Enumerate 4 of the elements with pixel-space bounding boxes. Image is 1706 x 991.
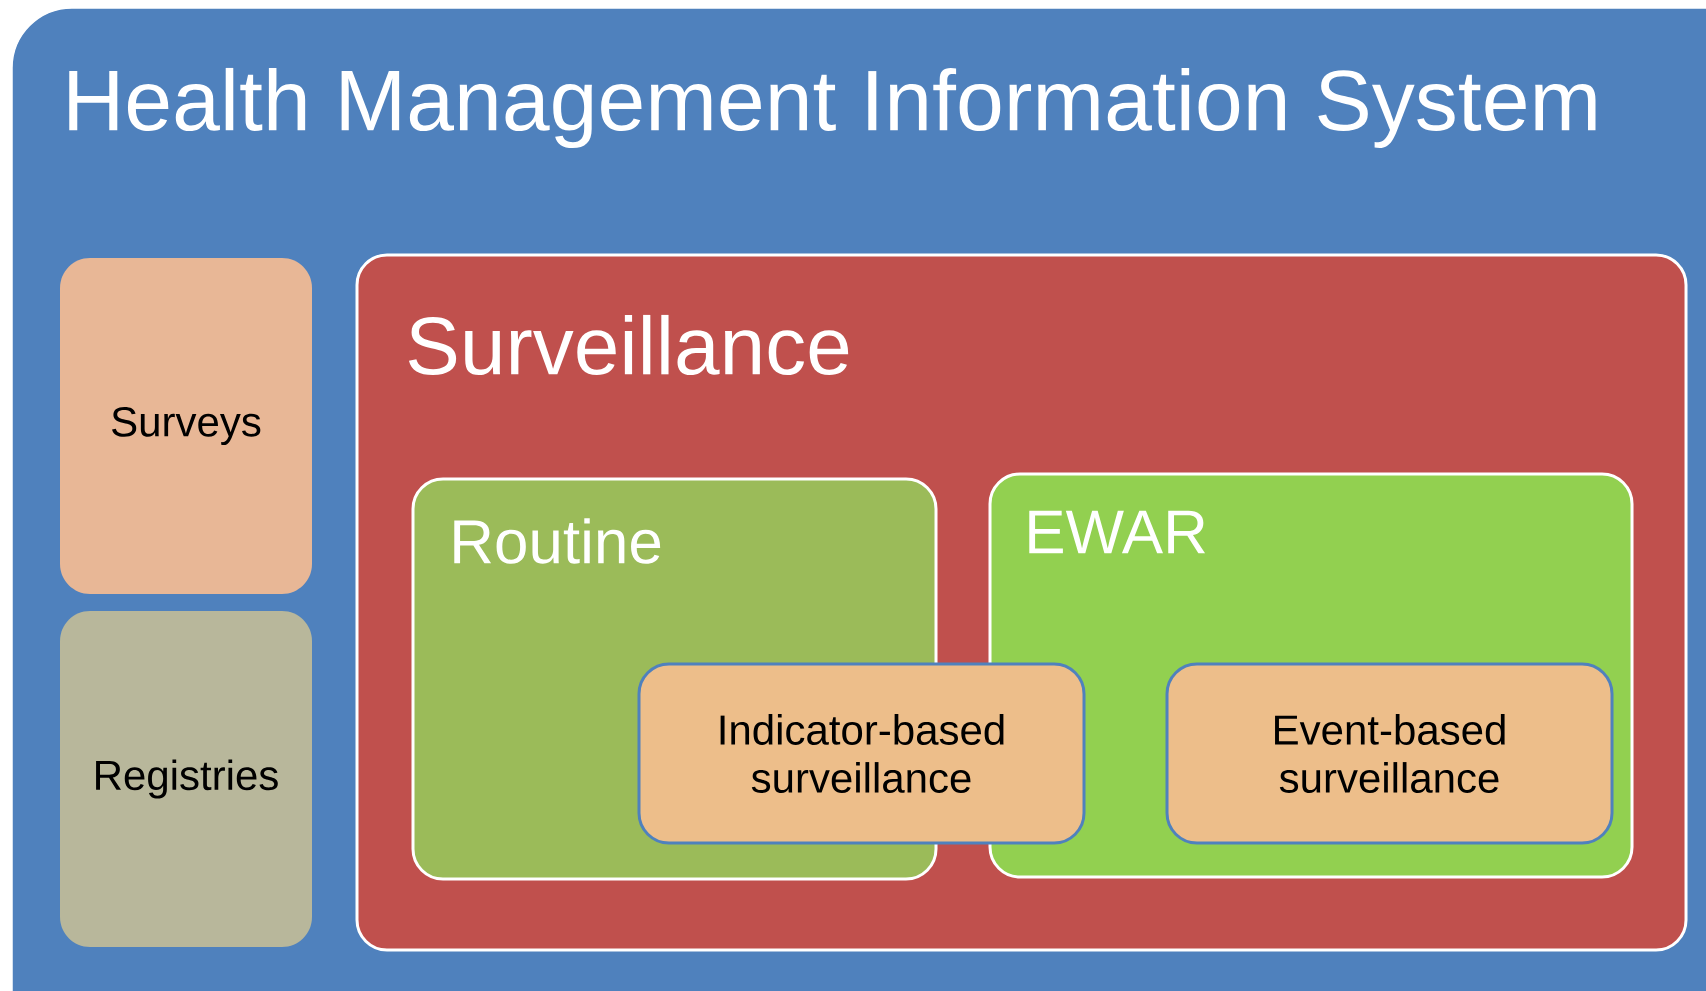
component-box: Event-based surveillance (1165, 662, 1614, 845)
component-box: Indicator-based surveillance (637, 662, 1086, 845)
category-box: Surveys (60, 258, 312, 594)
category-box: Registries (60, 611, 312, 947)
